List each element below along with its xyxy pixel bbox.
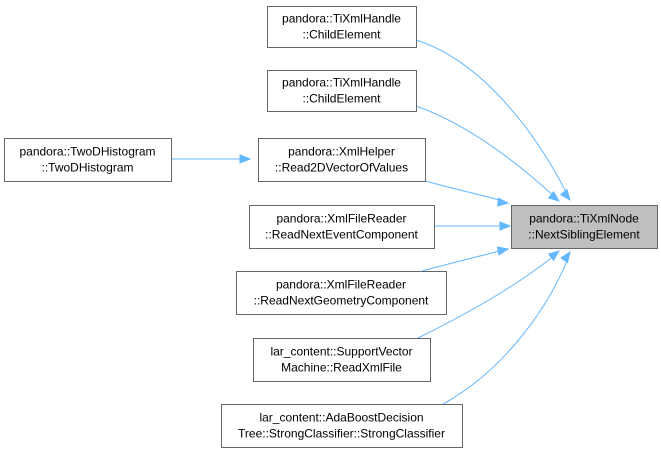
node-label-line: pandora::XmlFileReader <box>276 278 406 292</box>
node-label-line: ::ReadNextEventComponent <box>265 228 418 242</box>
call-edges <box>171 39 571 405</box>
node-label-line: ::NextSiblingElement <box>528 228 640 242</box>
caller-node[interactable]: pandora::TiXmlHandle::ChildElement <box>267 6 417 48</box>
caller-node[interactable]: pandora::XmlFileReader::ReadNextGeometry… <box>236 271 447 315</box>
node-label-line: pandora::TiXmlNode <box>529 212 639 226</box>
node-label-line: pandora::XmlHelper <box>288 145 395 159</box>
arrowhead-icon <box>239 154 252 164</box>
node-label-line: lar_content::AdaBoostDecision <box>259 411 423 425</box>
edge-line <box>421 249 504 272</box>
call-edge <box>415 39 571 202</box>
node-box <box>4 138 172 182</box>
arrowhead-icon <box>547 190 561 202</box>
node-label-line: ::TwoDHistogram <box>41 161 133 175</box>
node-label-line: ::ChildElement <box>302 28 381 42</box>
call-edge <box>417 250 561 339</box>
call-edge <box>442 250 571 405</box>
node-label-line: ::Read2DVectorOfValues <box>275 161 408 175</box>
node-box <box>253 338 431 382</box>
caller-node[interactable]: lar_content::AdaBoostDecisionTree::Stron… <box>221 404 463 448</box>
node-label-line: Machine::ReadXmlFile <box>281 361 402 375</box>
node-box <box>221 404 463 448</box>
node-label-line: Tree::StrongClassifier::StrongClassifier <box>238 427 445 441</box>
node-label-line: lar_content::SupportVector <box>270 345 412 359</box>
edge-line <box>424 180 504 202</box>
edge-line <box>415 105 557 199</box>
node-box <box>511 205 658 249</box>
node-box <box>249 205 435 249</box>
node-label-line: pandora::XmlFileReader <box>276 212 406 226</box>
node-box <box>258 138 426 182</box>
node-label-line: pandora::TiXmlHandle <box>282 12 401 26</box>
node-label-line: ::ReadNextGeometryComponent <box>254 294 429 308</box>
arrowhead-icon <box>560 250 571 264</box>
node-label-line: ::ChildElement <box>302 92 381 106</box>
node-box <box>267 70 417 112</box>
arrowhead-icon <box>559 188 571 202</box>
call-edge <box>171 154 252 164</box>
call-edge <box>434 221 512 231</box>
call-graph-nodes: pandora::TiXmlHandle::ChildElementpandor… <box>4 6 658 448</box>
edge-line <box>415 39 569 197</box>
arrowhead-icon <box>496 246 510 256</box>
call-edge <box>415 105 561 202</box>
caller-node[interactable]: pandora::TwoDHistogram::TwoDHistogram <box>4 138 172 182</box>
caller-node[interactable]: pandora::XmlFileReader::ReadNextEventCom… <box>249 205 435 249</box>
focus-node[interactable]: pandora::TiXmlNode::NextSiblingElement <box>511 205 658 249</box>
arrowhead-icon <box>499 221 512 231</box>
node-label-line: pandora::TiXmlHandle <box>282 76 401 90</box>
arrowhead-icon <box>497 197 510 207</box>
caller-node[interactable]: pandora::XmlHelper::Read2DVectorOfValues <box>258 138 426 182</box>
node-label-line: pandora::TwoDHistogram <box>19 145 155 159</box>
caller-node[interactable]: pandora::TiXmlHandle::ChildElement <box>267 70 417 112</box>
call-edge <box>421 246 510 272</box>
call-edge <box>424 180 510 207</box>
arrowhead-icon <box>547 250 561 262</box>
node-box <box>267 6 417 48</box>
caller-node[interactable]: lar_content::SupportVectorMachine::ReadX… <box>253 338 431 382</box>
edge-line <box>442 257 569 405</box>
edge-line <box>417 253 557 339</box>
node-box <box>236 271 447 315</box>
